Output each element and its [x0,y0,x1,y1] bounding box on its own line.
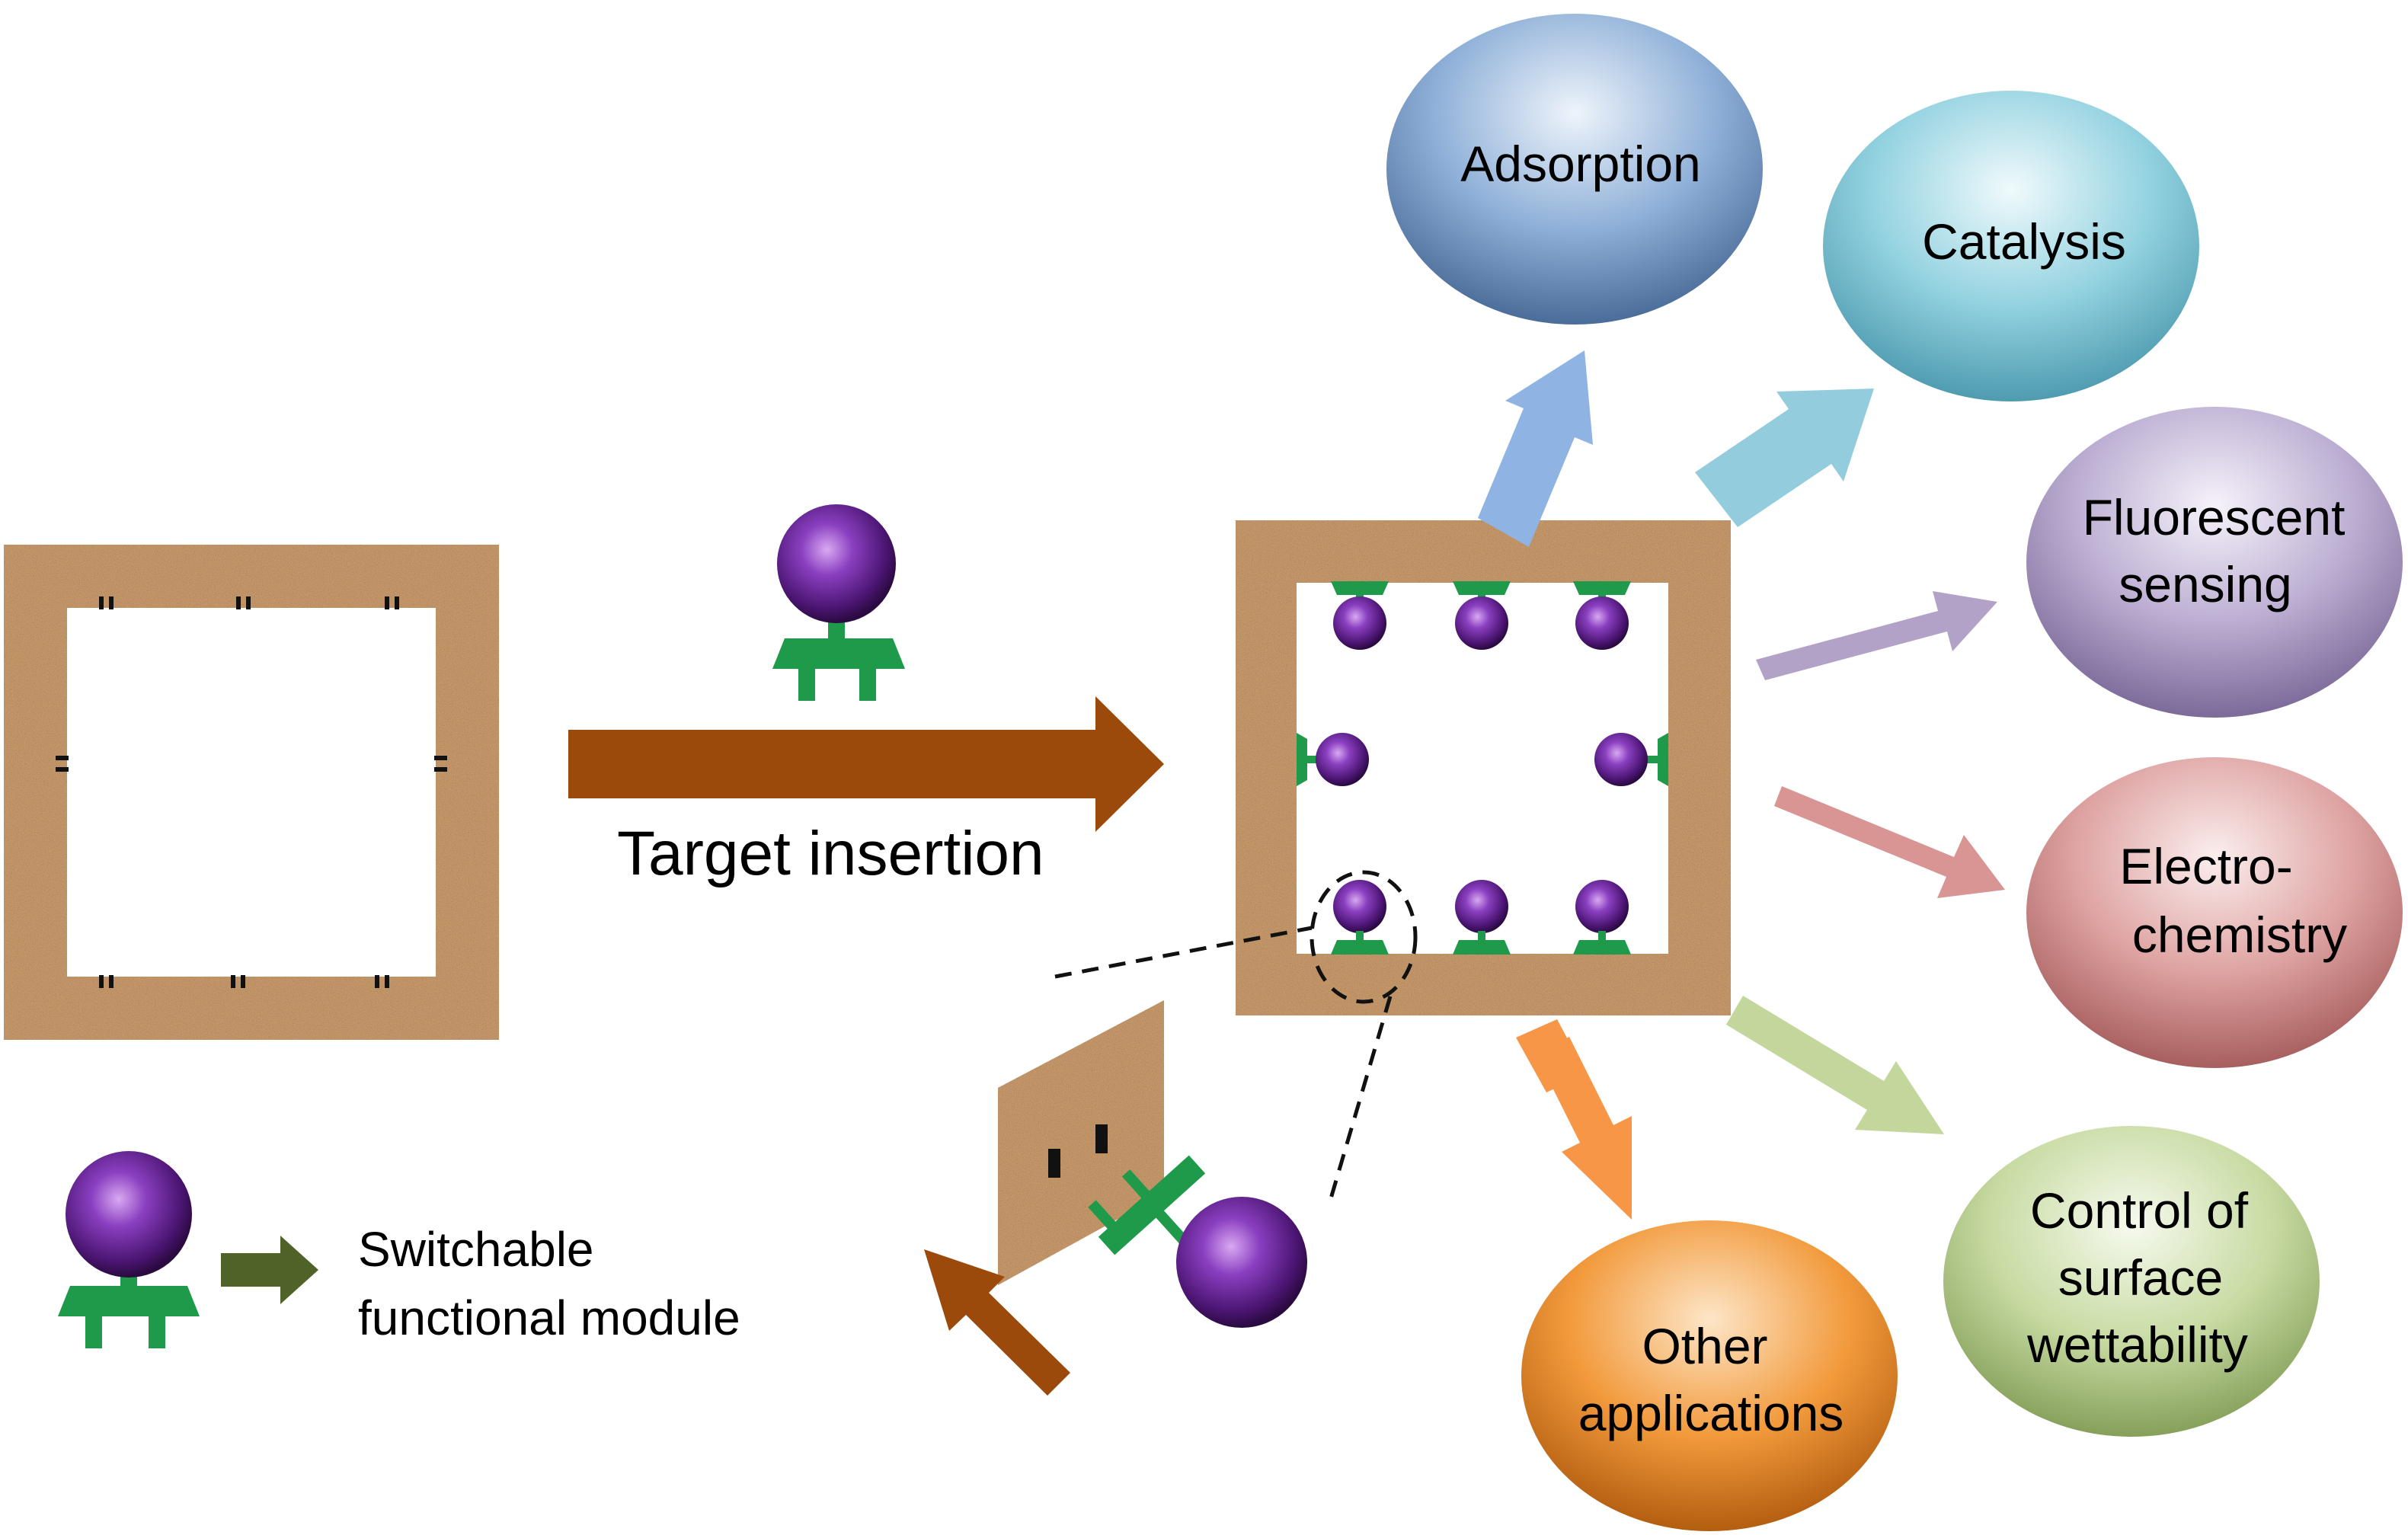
insertion-arrow [568,696,1164,832]
bubble-other-line-2: applications [1578,1385,1844,1441]
return-arrow [924,1249,1070,1396]
legend: Switchable functional module [58,1151,740,1348]
module-bottom-3-stem [1598,931,1606,942]
bubble-electrochemistry: Electro- chemistry [2026,757,2403,1068]
module-bottom-1-base [1331,940,1389,955]
module-right-base [1658,733,1668,786]
bubble-electro-line-1: Electro- [2119,838,2292,894]
bubble-fluorescent-line-1: Fluorescent [2083,489,2346,545]
module-bottom-2-stem [1478,931,1485,942]
anchor-sites [56,596,447,988]
insertion-module [772,504,905,701]
zoomed-wall-detail [998,1000,1307,1328]
module-right-stem [1647,756,1659,763]
bubble-adsorption-line-1: Adsorption [1460,136,1701,192]
arrow-electrochemistry [1774,786,2005,898]
module-bottom-3-base [1573,940,1631,955]
module-left-base [1297,733,1307,786]
module-bottom-3-ball [1575,880,1629,933]
bubble-surface-wettability: Control of surface wettability [1943,1126,2320,1437]
module-left-ball [1316,733,1369,786]
arrow-catalysis [1695,389,1874,527]
bubble-fluorescent-line-2: sensing [2119,556,2292,612]
module-top-1-ball [1333,596,1386,650]
zoom-callout [1054,870,1418,1204]
empty-framework [4,545,499,1040]
module-bottom-2-base [1453,940,1511,955]
legend-arrow [221,1236,318,1304]
module-bottom-1-stem [1356,931,1364,942]
module-top-1-base [1331,581,1389,595]
bubble-catalysis: Catalysis [1823,91,2199,401]
module-top-3-base [1573,581,1631,595]
module-top-2-base [1453,581,1511,595]
module-bottom-2-ball [1455,880,1508,933]
arrow-fluorescent-sensing [1756,591,1997,680]
bubble-wettability-line-3: wettability [2026,1316,2248,1373]
arrow-surface-wettability [1726,996,1944,1134]
application-bubbles: Adsorption Catalysis Fluorescent sensing… [1386,14,2403,1531]
functionalized-framework [1236,520,1731,1015]
bubble-other-line-1: Other [1642,1318,1767,1374]
target-insertion-label: Target insertion [617,819,1044,888]
legend-module-icon [58,1151,200,1348]
legend-line-1: Switchable [358,1222,594,1277]
bubble-catalysis-line-1: Catalysis [1922,213,2126,270]
bubble-adsorption: Adsorption [1386,14,1763,325]
bubble-other-applications: Other applications [1521,1220,1898,1531]
bubble-wettability-line-2: surface [2058,1249,2223,1306]
module-top-3-ball [1575,596,1629,650]
bubble-electro-line-2: chemistry [2132,907,2347,963]
module-bottom-1-ball [1333,880,1386,933]
module-left-stem [1306,756,1318,763]
bubble-wettability-line-1: Control of [2030,1182,2249,1239]
arrow-adsorption [1478,350,1593,547]
attached-modules [1297,581,1668,955]
bubble-fluorescent-sensing: Fluorescent sensing [2026,407,2403,718]
application-arrows [1478,350,2005,1220]
module-top-2-ball [1455,596,1508,650]
legend-line-2: functional module [358,1290,740,1345]
module-right-ball [1594,733,1648,786]
